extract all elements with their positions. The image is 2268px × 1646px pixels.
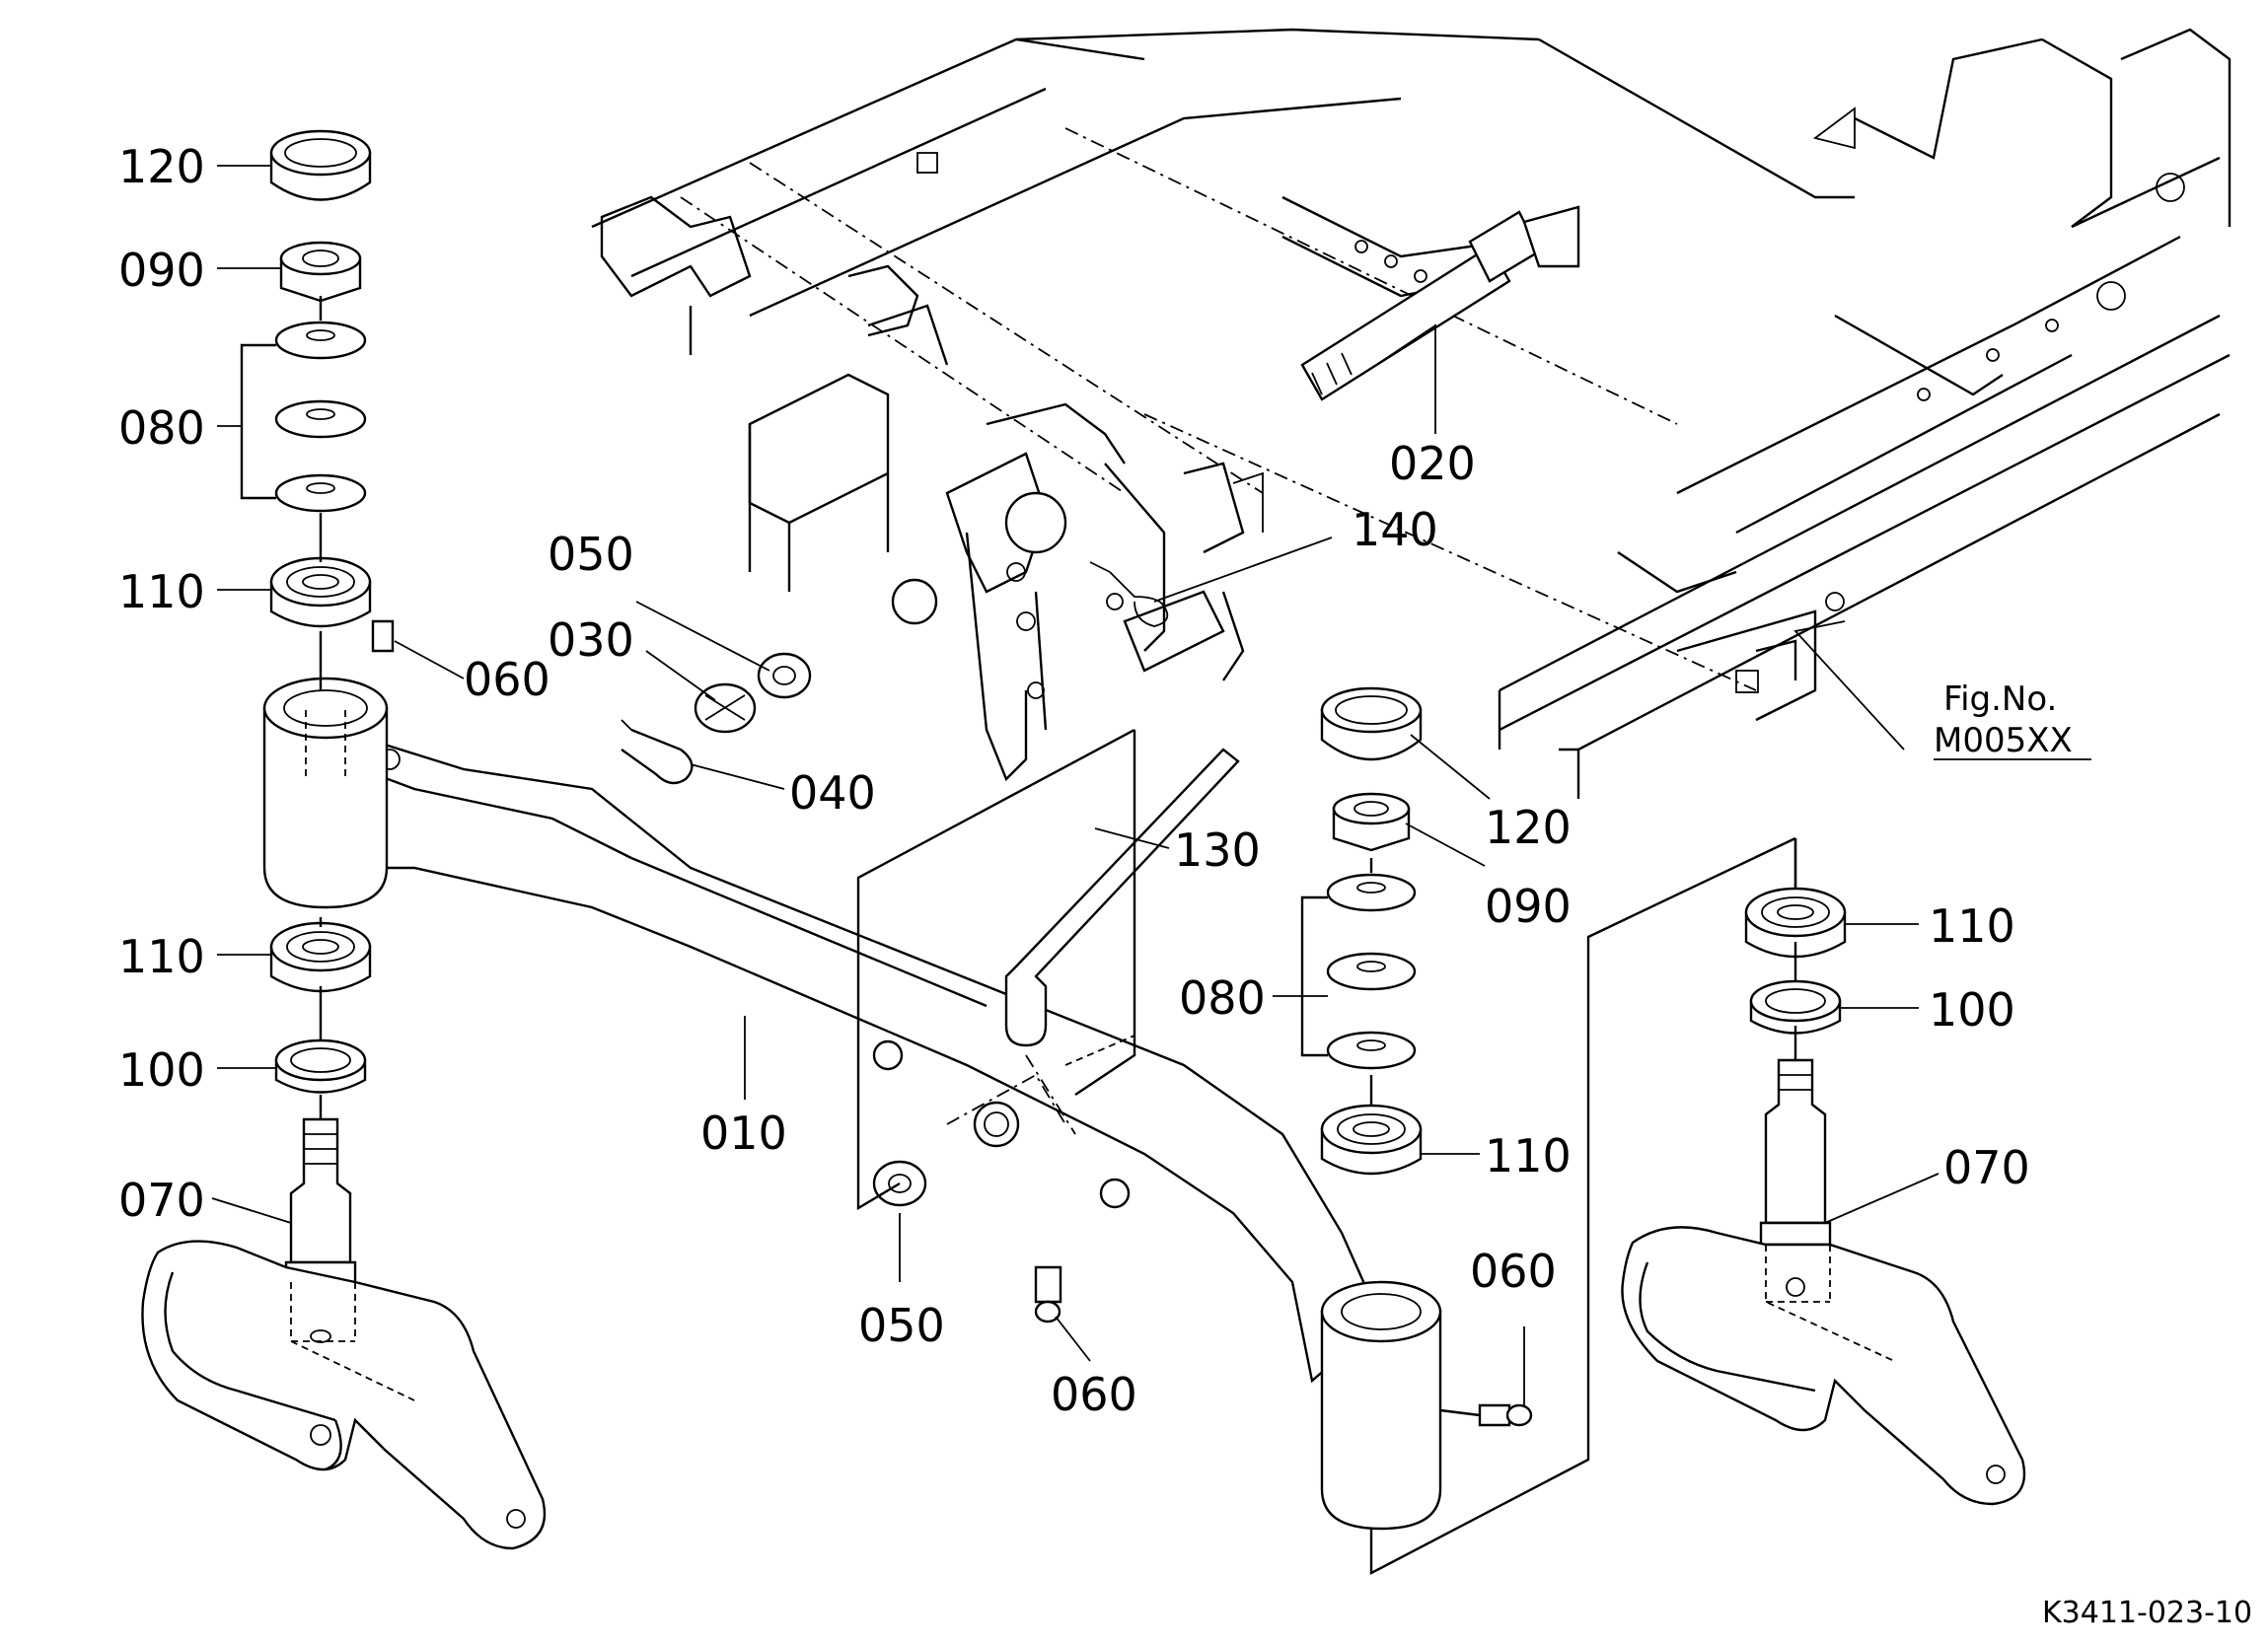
callout-110-far-right: 110 (1929, 899, 2015, 953)
drawing-code: K3411-023-10 (2042, 1596, 2252, 1630)
callout-labels: 120 090 080 110 060 050 030 040 110 100 … (118, 140, 2252, 1630)
leader-lines (211, 165, 2091, 1405)
callout-090-left: 090 (118, 244, 205, 297)
figure-number: M005XX (1934, 721, 2073, 760)
callout-110-right-mid: 110 (1485, 1129, 1572, 1182)
callout-100-far-right: 100 (1929, 983, 2015, 1037)
callout-040: 040 (789, 766, 876, 820)
callout-080-left: 080 (118, 401, 205, 455)
callout-110-left-top: 110 (118, 565, 205, 618)
callout-090-right: 090 (1485, 880, 1572, 933)
callout-130: 130 (1174, 823, 1261, 877)
callout-080-right: 080 (1179, 971, 1266, 1025)
front-bracket (600, 152, 1264, 782)
callout-060-left: 060 (464, 653, 550, 706)
callout-050-bottom: 050 (858, 1299, 945, 1352)
callout-110-left-bottom: 110 (118, 930, 205, 983)
left-parts-stack (141, 129, 547, 1550)
left-pivot-tube (262, 677, 389, 909)
callout-010: 010 (700, 1107, 787, 1160)
figure-label: Fig.No. (1943, 680, 2057, 719)
callout-070-left: 070 (118, 1174, 205, 1227)
callout-100-left: 100 (118, 1043, 205, 1097)
callout-060-right: 060 (1470, 1245, 1557, 1298)
callout-120-right: 120 (1485, 801, 1572, 854)
callout-060-bottom: 060 (1051, 1368, 1137, 1421)
tractor-frame (591, 28, 2231, 799)
callout-140: 140 (1352, 503, 1438, 556)
callout-050-top: 050 (548, 528, 634, 581)
axle-pin-020 (1300, 205, 1580, 401)
callout-070-far-right: 070 (1943, 1141, 2030, 1194)
callout-020: 020 (1389, 437, 1476, 490)
callout-120-left: 120 (118, 140, 205, 193)
right-pivot-tube (1320, 1280, 1442, 1531)
callout-030: 030 (548, 613, 634, 667)
